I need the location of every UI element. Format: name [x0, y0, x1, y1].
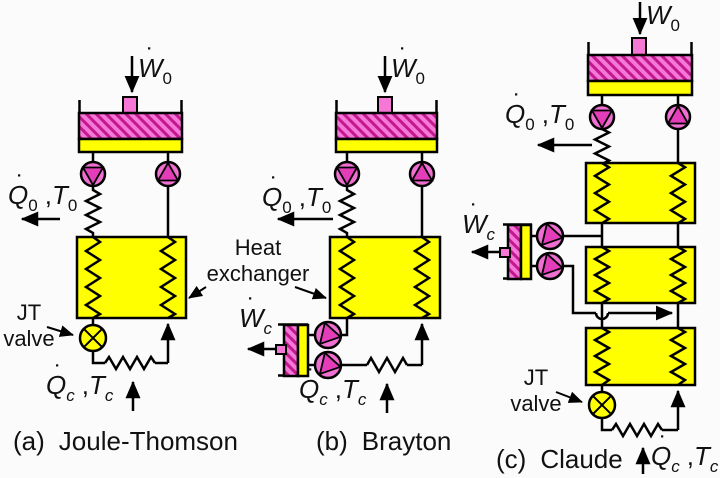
- exchanger-coil-zigzag: [158, 235, 178, 320]
- label-heat-in-c: ˙Qc,Tc: [651, 430, 719, 476]
- compressor-aftercooler: [586, 79, 694, 97]
- flow-line: [341, 318, 349, 337]
- heat-rejection-zigzag: [83, 186, 103, 237]
- exchanger-coil-zigzag: [668, 326, 688, 387]
- compressor-cylinder-walls: [78, 100, 183, 114]
- expander-unit: [275, 323, 310, 378]
- check-valve-out-icon: [588, 103, 616, 131]
- compressor-piston: [377, 96, 393, 114]
- q-dot-symbol: ˙Q: [651, 430, 672, 471]
- q-dot-symbol: ˙Q: [262, 171, 283, 212]
- heat-rejection-zigzag: [337, 186, 357, 237]
- label-work-in-a: ˙W0: [138, 42, 173, 88]
- label-work-in-c: ˙W0: [646, 0, 681, 35]
- w-dot-symbol: ˙W: [239, 292, 264, 333]
- q-dot-symbol: ˙Q: [46, 359, 67, 400]
- jt-label-pointer-arrow: [46, 325, 74, 337]
- exchanger-coil-zigzag: [668, 161, 688, 225]
- jt-valve-icon: [587, 390, 617, 420]
- flow-line: [532, 234, 537, 268]
- expander-piston: [499, 247, 511, 258]
- compressor-body: [334, 111, 439, 141]
- label-heat-in-a: ˙Qc,Tc: [46, 359, 114, 405]
- caption-joule-thomson: (a)Joule-Thomson: [13, 426, 238, 456]
- label-heat-in-b: ˙Qc,Tc: [299, 363, 367, 409]
- caption-brayton: (b)Brayton: [316, 426, 452, 456]
- heat-exchanger-block: [75, 235, 188, 320]
- jt-label-pointer-arrow: [555, 391, 583, 403]
- heat-exchanger-block: [328, 235, 442, 320]
- expander-piston: [275, 344, 287, 355]
- expander-unit: [499, 223, 533, 281]
- expander-strip: [519, 223, 533, 281]
- exchanger-coil-zigzag: [337, 235, 357, 320]
- flow-line: [91, 152, 170, 162]
- exchanger-coil-zigzag: [592, 245, 612, 305]
- flow-line: [600, 418, 612, 432]
- exchanger-coil-zigzag: [412, 235, 432, 320]
- exchanger-coil-zigzag: [668, 245, 688, 305]
- diagram-brayton: [246, 56, 442, 413]
- hx-label-pointer-left-arrow: [188, 285, 207, 299]
- compressor-aftercooler: [334, 137, 439, 154]
- diagram-joule-thomson: [20, 56, 188, 411]
- q-dot-symbol: ˙Q: [299, 363, 320, 404]
- exchanger-coil-zigzag: [592, 326, 612, 387]
- flow-line: [600, 223, 680, 247]
- label-work-out-c: ˙Wc: [462, 198, 496, 244]
- cold-load-zigzag: [103, 354, 157, 372]
- diagram-claude: [470, 2, 697, 474]
- label-heat-out-c: ˙Q0,T0: [505, 88, 575, 134]
- expander-strip: [296, 323, 310, 378]
- exchanger-coil-zigzag: [83, 235, 103, 320]
- label-work-out-b: ˙Wc: [239, 292, 273, 338]
- check-valve-in-icon: [664, 103, 692, 131]
- cold-load-zigzag: [610, 421, 664, 439]
- compressor-piston: [122, 96, 138, 114]
- check-valve-out-icon: [79, 160, 107, 188]
- flow-line: [91, 351, 105, 365]
- heat-rejection-zigzag: [592, 127, 612, 166]
- compressor-piston: [631, 37, 647, 56]
- jt-valve-icon: [78, 323, 108, 353]
- flow-line: [345, 152, 424, 162]
- exchanger-coil-zigzag: [592, 161, 612, 225]
- compressor-cylinder-walls: [335, 100, 438, 114]
- w-dot-symbol: ˙W: [391, 42, 416, 83]
- flow-line: [600, 95, 680, 105]
- expander-valve-lower-icon: [313, 350, 343, 380]
- expander-valve-upper-icon: [313, 320, 343, 350]
- flow-line: [600, 303, 680, 328]
- q-dot-symbol: ˙Q: [8, 169, 29, 210]
- compressor-body: [77, 111, 184, 141]
- label-work-in-b: ˙W0: [391, 42, 426, 88]
- expander-valve-upper-icon: [535, 221, 565, 251]
- check-valve-in-icon: [154, 160, 182, 188]
- cold-load-zigzag: [365, 355, 409, 375]
- caption-claude: (c)Claude: [496, 444, 623, 474]
- w-dot-symbol: ˙W: [138, 42, 163, 83]
- label-heat-out-b: ˙Q0,T0: [262, 171, 332, 217]
- w-dot-symbol: ˙W: [462, 198, 487, 239]
- label-heat-out-a: ˙Q0,T0: [8, 169, 78, 215]
- check-valve-out-icon: [333, 160, 361, 188]
- check-valve-in-icon: [408, 160, 436, 188]
- q-dot-symbol: ˙Q: [505, 88, 526, 129]
- hx-label-pointer-right-arrow: [294, 286, 327, 300]
- compressor-cylinder-walls: [587, 42, 693, 56]
- expander-valve-lower-icon: [535, 251, 565, 281]
- compressor-body: [586, 53, 694, 83]
- w-dot-symbol: ˙W: [646, 0, 671, 30]
- compressor-aftercooler: [77, 137, 184, 154]
- expander-return-line: [563, 264, 596, 315]
